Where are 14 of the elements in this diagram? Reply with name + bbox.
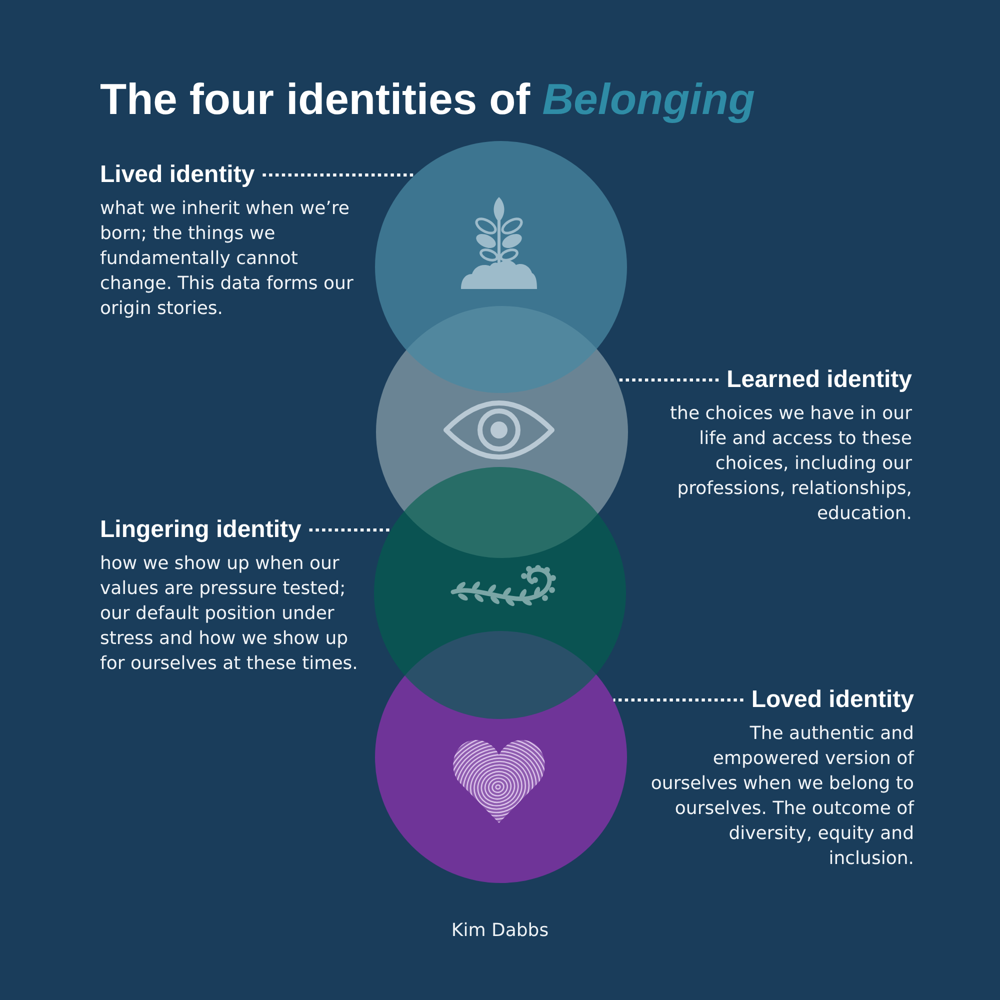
identity-heading: Learned identity — [726, 366, 912, 394]
identity-description: the choices we have in our life and access to these choices, including our professions, relationships, education. — [668, 402, 912, 526]
identity-heading: Loved identity — [751, 686, 914, 714]
leader-line — [262, 174, 415, 176]
leader-line — [613, 698, 744, 702]
identity-description: what we inherit when we’re born; the things we fundamentally cannot change. This data forms our origin stories. — [100, 197, 354, 321]
caption: Kim Dabbs — [451, 919, 549, 943]
leader-line — [309, 528, 391, 532]
identity-heading: Lingering identity — [100, 516, 302, 544]
title: The four identities of Belonging — [100, 75, 755, 125]
identity-description: how we show up when our values are pressure tested; our default position under stress and how we show up for ourselves at these times. — [100, 552, 359, 676]
leader-line — [616, 378, 719, 382]
identity-description: The authentic and empowered version of ourselves when we belong to ourselves. The outcome of diversity, equity and inclusion. — [650, 722, 914, 871]
identity-heading: Lived identity — [100, 161, 255, 189]
